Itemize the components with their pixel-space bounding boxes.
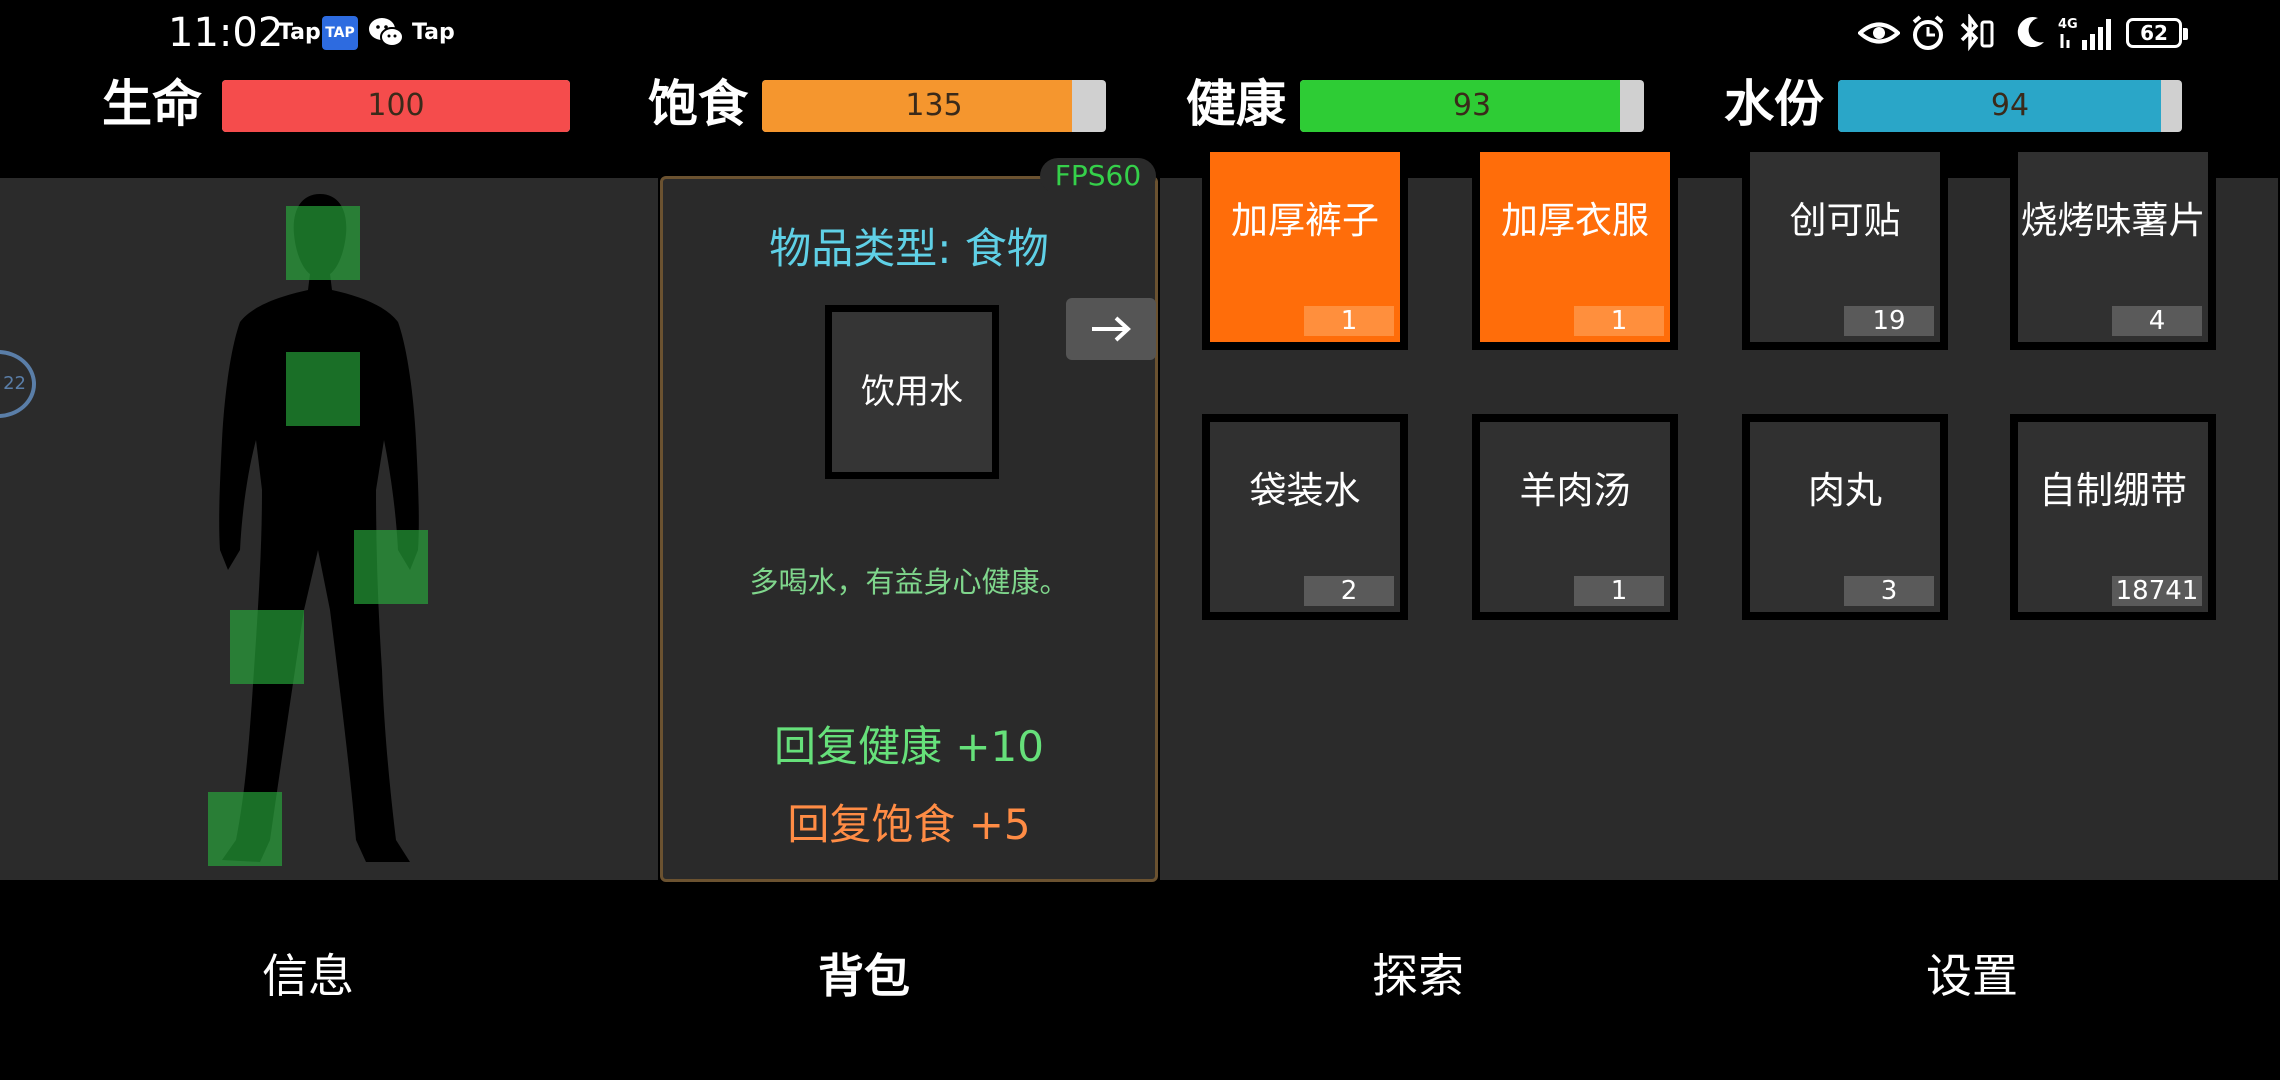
hitbox-left-foot[interactable] (208, 792, 282, 866)
stat-bar: 135 (762, 80, 1106, 132)
nav-tab-explore[interactable]: 探索 (1372, 949, 1464, 1003)
inventory-slot[interactable]: 加厚裤子 1 (1202, 144, 1408, 350)
arrow-right-icon (1092, 316, 1131, 342)
slot-item-count: 2 (1304, 576, 1394, 606)
stat-bar: 94 (1838, 80, 2182, 132)
item-type-label: 物品类型: 食物 (769, 224, 1049, 273)
slot-item-count: 1 (1304, 306, 1394, 336)
slot-item-count: 18741 (2112, 576, 2202, 606)
stat-value: 135 (905, 88, 963, 123)
wechat-icon (368, 16, 404, 50)
body-silhouette (219, 194, 419, 862)
inventory-slot[interactable]: 自制绷带 18741 (2010, 414, 2216, 620)
eye-icon (1856, 14, 1902, 52)
slot-body: 羊肉汤 1 (1480, 422, 1670, 612)
inventory-slot[interactable]: 创可贴 19 (1742, 144, 1948, 350)
nav-tab-backpack[interactable]: 背包 (818, 949, 910, 1003)
slot-item-count: 19 (1844, 306, 1934, 336)
alarm-icon (1910, 14, 1946, 52)
stat-bar-fill (1300, 80, 1620, 132)
hitbox-head[interactable] (286, 206, 360, 280)
slot-body: 创可贴 19 (1750, 152, 1940, 342)
slot-body: 自制绷带 18741 (2018, 422, 2208, 612)
slot-item-name: 羊肉汤 (1519, 469, 1631, 512)
status-time: 11:02 (168, 10, 284, 56)
item-detail-panel: 物品类型: 食物 饮用水 多喝水，有益身心健康。 回复健康 +10 回复饱食 +… (660, 176, 1158, 882)
item-effect-health: 回复健康 +10 (774, 722, 1044, 771)
slot-item-name: 创可贴 (1789, 199, 1901, 242)
status-app-tap: Tap (278, 20, 321, 45)
status-app-tap-2: Tap (412, 20, 455, 45)
slot-body: 烧烤味薯片 4 (2018, 152, 2208, 342)
slot-item-count: 1 (1574, 576, 1664, 606)
status-bar: 11:02 Tap TAP Tap 4G 62 (0, 0, 2280, 64)
slot-item-count: 1 (1574, 306, 1664, 336)
inventory-slot[interactable]: 袋装水 2 (1202, 414, 1408, 620)
slot-item-name: 烧烤味薯片 (2020, 199, 2206, 242)
slot-item-name: 加厚裤子 (1231, 199, 1379, 242)
slot-item-name: 肉丸 (1808, 469, 1882, 512)
inventory-slot[interactable]: 烧烤味薯片 4 (2010, 144, 2216, 350)
inventory-slot[interactable]: 加厚衣服 1 (1472, 144, 1678, 350)
slot-item-name: 加厚衣服 (1501, 199, 1649, 242)
arrow-right-button[interactable] (1066, 298, 1156, 360)
stat-value: 93 (1452, 88, 1492, 123)
stat-label: 水份 (1724, 75, 1824, 133)
item-description: 多喝水，有益身心健康。 (749, 565, 1069, 599)
hitbox-right-arm[interactable] (354, 530, 428, 604)
slot-item-count: 3 (1844, 576, 1934, 606)
slot-body: 加厚衣服 1 (1480, 152, 1670, 342)
stat-label: 生命 (102, 75, 202, 133)
stat-bar-fill (1838, 80, 2162, 132)
stat-label: 健康 (1186, 75, 1286, 133)
item-effect-satiety: 回复饱食 +5 (787, 800, 1031, 849)
hitbox-left-leg[interactable] (230, 610, 304, 684)
slot-item-count: 4 (2112, 306, 2202, 336)
taptap-badge-icon: TAP (322, 16, 358, 50)
battery-icon: 62 (2126, 18, 2188, 48)
moon-icon (2014, 14, 2048, 52)
stat-value: 100 (367, 88, 425, 123)
slot-body: 加厚裤子 1 (1210, 152, 1400, 342)
stat-bar: 93 (1300, 80, 1644, 132)
inventory-slot[interactable]: 肉丸 3 (1742, 414, 1948, 620)
stat-value: 94 (1990, 88, 2030, 123)
signal-icon: 4G (2058, 14, 2118, 52)
slot-body: 肉丸 3 (1750, 422, 1940, 612)
bluetooth-icon (1956, 12, 1996, 52)
stat-bar-fill (762, 80, 1072, 132)
stat-bar-fill (222, 80, 570, 132)
stat-bar: 100 (222, 80, 570, 132)
stat-label: 饱食 (648, 75, 748, 133)
fps-counter: FPS60 (1040, 158, 1156, 194)
hitbox-torso[interactable] (286, 352, 360, 426)
slot-item-name: 袋装水 (1249, 469, 1361, 512)
selected-item-slot[interactable]: 饮用水 (825, 305, 999, 479)
slot-item-name: 自制绷带 (2039, 469, 2187, 512)
svg-text:4G: 4G (2058, 17, 2078, 32)
inventory-slot[interactable]: 羊肉汤 1 (1472, 414, 1678, 620)
nav-tab-settings[interactable]: 设置 (1926, 949, 2018, 1003)
nav-tab-info[interactable]: 信息 (262, 949, 354, 1003)
selected-item-name: 饮用水 (861, 372, 963, 412)
slot-body: 袋装水 2 (1210, 422, 1400, 612)
